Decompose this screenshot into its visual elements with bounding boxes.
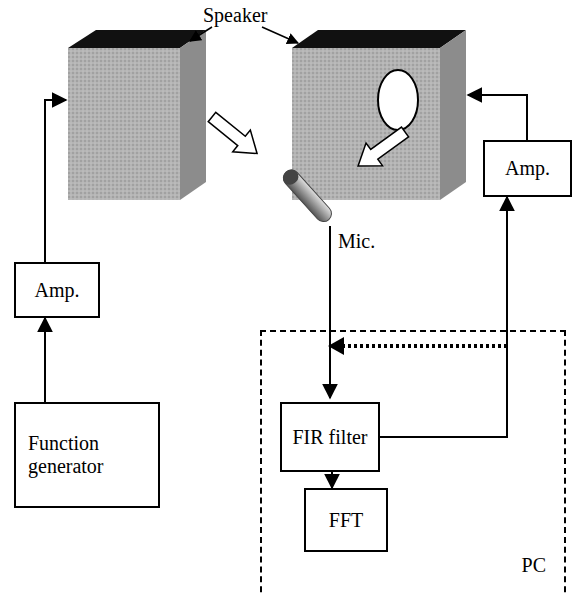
signal-wire — [329, 226, 331, 398]
node-text: FIR filter — [290, 426, 370, 449]
amplifier-box: Amp. — [483, 140, 572, 197]
speaker-label: Speaker — [203, 4, 267, 26]
leader-line — [262, 27, 298, 43]
node-text: PC — [522, 554, 546, 577]
signal-connector — [380, 197, 507, 437]
feedback-line — [342, 344, 507, 348]
node-text: FFT — [314, 509, 378, 532]
microphone — [280, 167, 335, 225]
generator-box: Function generator — [14, 402, 160, 508]
node-text: Function generator — [28, 432, 150, 478]
pc-region: PC FIR filterFFT — [260, 330, 566, 594]
signal-connector — [331, 472, 333, 488]
signal-wire — [45, 100, 66, 262]
fft-box: FFT — [304, 488, 388, 552]
signal-wire — [468, 95, 527, 140]
sound-arrow — [203, 106, 266, 164]
leader-line — [190, 27, 212, 41]
amplifier-box: Amp. — [14, 262, 100, 318]
signal-connector — [44, 318, 46, 402]
speaker-right — [292, 30, 466, 200]
mic-label: Mic. — [338, 230, 375, 252]
filter-box: FIR filter — [280, 402, 380, 472]
node-text: Amp. — [24, 279, 90, 302]
sound-arrow — [350, 121, 413, 178]
feedback-arrowhead — [328, 337, 344, 355]
node-text: Amp. — [493, 157, 562, 180]
speaker-left — [68, 30, 206, 200]
